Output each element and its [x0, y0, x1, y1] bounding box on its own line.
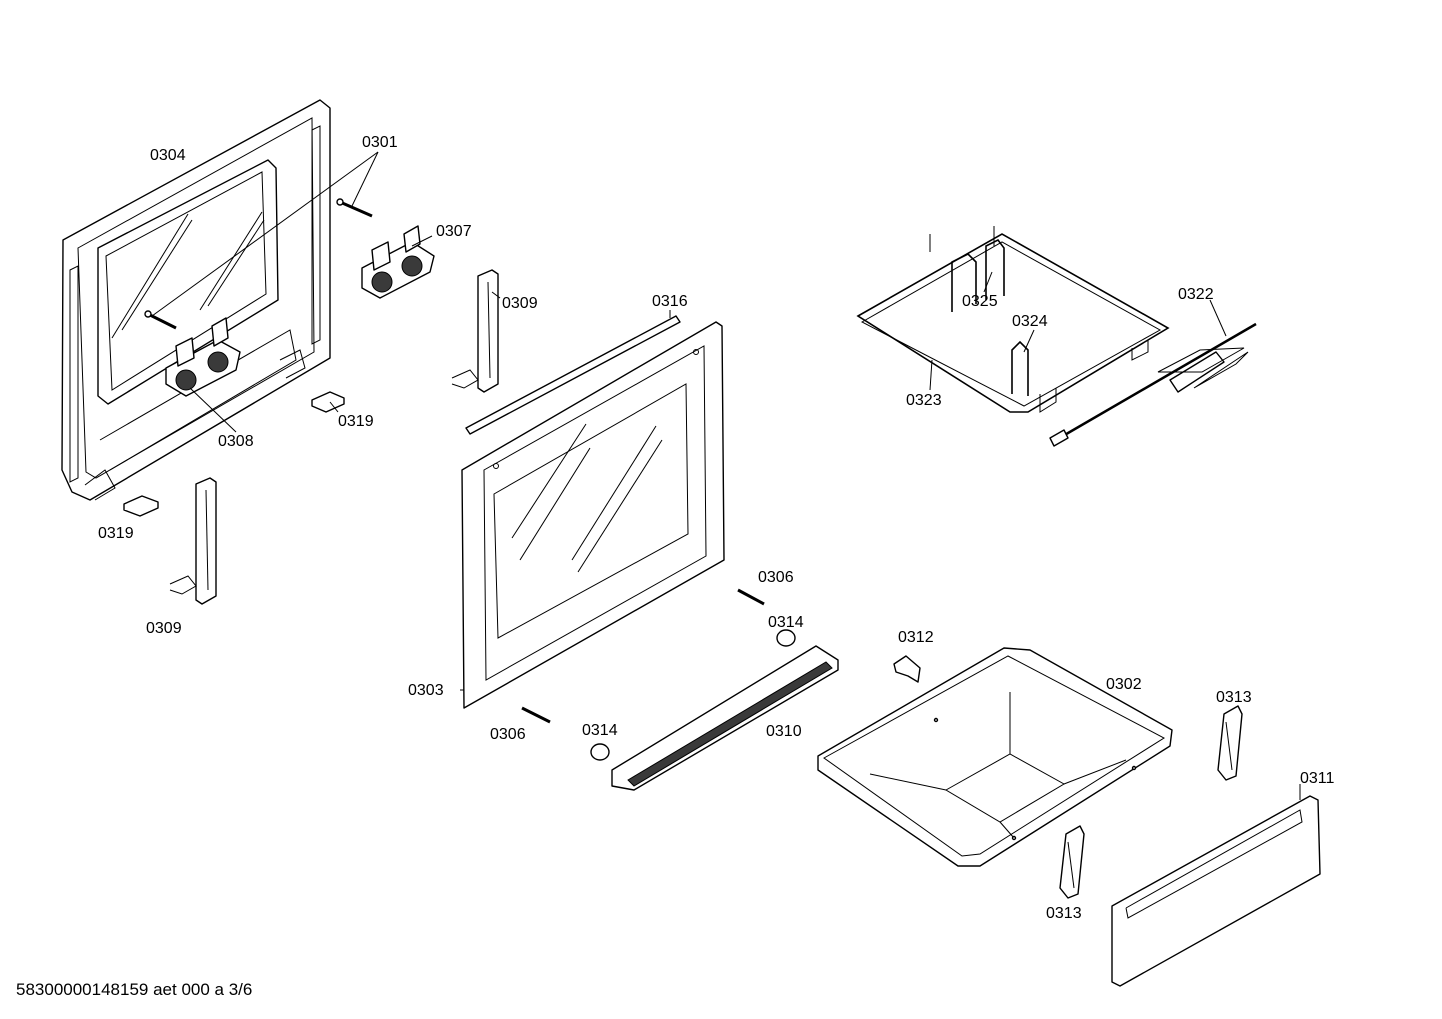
label-0304: 0304 [150, 147, 186, 164]
label-0316: 0316 [652, 293, 688, 310]
label-0322: 0322 [1178, 286, 1214, 303]
wire-rack-0323 [856, 226, 1170, 413]
label-0307: 0307 [436, 223, 472, 240]
rotisserie-spit-0322 [1049, 322, 1257, 447]
handle-0310 [611, 645, 839, 791]
label-0319-upper: 0319 [338, 413, 374, 430]
bracket-0312 [893, 655, 921, 683]
cap-0314-lower [590, 743, 610, 761]
screw-0306-lower [521, 706, 551, 724]
clip-0319-upper [311, 391, 345, 413]
hinge-block-0307 [361, 225, 435, 299]
label-0308: 0308 [218, 433, 254, 450]
label-0325: 0325 [962, 293, 998, 310]
screw-0306-upper [737, 588, 765, 606]
leader-lines [151, 151, 1301, 800]
bolt-0301 [144, 198, 373, 330]
label-0323: 0323 [906, 392, 942, 409]
cap-0314-upper [776, 629, 796, 647]
rod-0325 [951, 238, 1005, 312]
outer-door-glass-0303 [461, 321, 725, 709]
part-labels: 0304 0301 0307 0309 0316 0308 0319 0319 … [98, 134, 1335, 922]
label-0313-upper: 0313 [1216, 689, 1252, 706]
rod-0324 [1011, 340, 1029, 396]
hinge-0309-upper [451, 269, 499, 393]
label-0311: 0311 [1300, 770, 1335, 787]
runner-0313-lower [1059, 825, 1085, 899]
label-0301: 0301 [362, 134, 398, 151]
label-0324: 0324 [1012, 313, 1048, 330]
drawing-reference-number: 58300000148159 aet 000 a 3/6 [16, 980, 253, 999]
label-0303: 0303 [408, 682, 444, 699]
label-0314-upper: 0314 [768, 614, 804, 631]
label-0306-upper: 0306 [758, 569, 794, 586]
clip-0319-lower [123, 495, 159, 517]
hinge-block-0308 [165, 317, 241, 397]
label-0309-lower: 0309 [146, 620, 182, 637]
label-0319-lower: 0319 [98, 525, 134, 542]
drawer-tray-0302 [817, 647, 1173, 867]
inner-door-frame-0304 [61, 99, 331, 501]
drawer-front-0311 [1111, 795, 1321, 987]
hinge-0309-lower [169, 477, 217, 605]
runner-0313-upper [1217, 705, 1243, 781]
label-0314-lower: 0314 [582, 722, 618, 739]
label-0310: 0310 [766, 723, 802, 740]
label-0309-upper: 0309 [502, 295, 538, 312]
label-0313-lower: 0313 [1046, 905, 1082, 922]
label-0312: 0312 [898, 629, 934, 646]
seal-strip-0316 [465, 315, 681, 435]
label-0306-lower: 0306 [490, 726, 526, 743]
label-0302: 0302 [1106, 676, 1142, 693]
